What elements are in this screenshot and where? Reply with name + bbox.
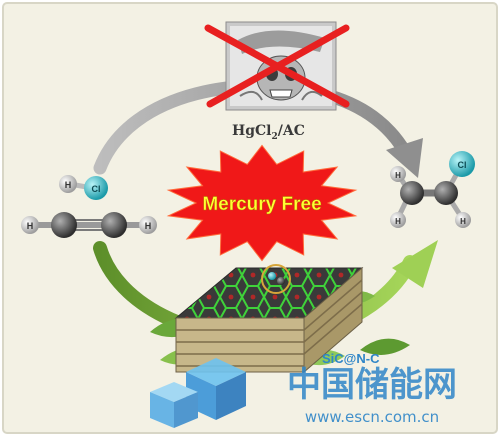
watermark-url: www.escn.com.cn	[305, 408, 439, 426]
vc-h1-label: H	[395, 171, 401, 180]
catalyst-surface	[174, 264, 364, 374]
mercury-free-text: Mercury Free	[202, 194, 321, 215]
vc-h3-label: H	[460, 217, 466, 226]
cube-logo-icon	[150, 358, 246, 428]
hcl-cl-label: Cl	[92, 184, 101, 194]
support-label: SiC@N-C	[322, 351, 380, 366]
acetylene-h1-label: H	[27, 221, 34, 231]
vc-h2-label: H	[395, 217, 401, 226]
catalyst-label: HgCl2/AC	[232, 123, 305, 142]
watermark-cn: 中国储能网	[287, 366, 457, 404]
acetylene-h2-label: H	[145, 221, 152, 231]
hcl-molecule: H Cl	[59, 175, 108, 200]
vinyl-chloride-molecule: H H H Cl	[390, 151, 475, 228]
red-cross-icon	[204, 24, 350, 108]
vc-cl-label: Cl	[458, 160, 467, 170]
hcl-h-label: H	[65, 180, 72, 190]
acetylene-molecule: H H	[21, 212, 157, 238]
mercury-free-burst: Mercury Free	[166, 144, 358, 262]
